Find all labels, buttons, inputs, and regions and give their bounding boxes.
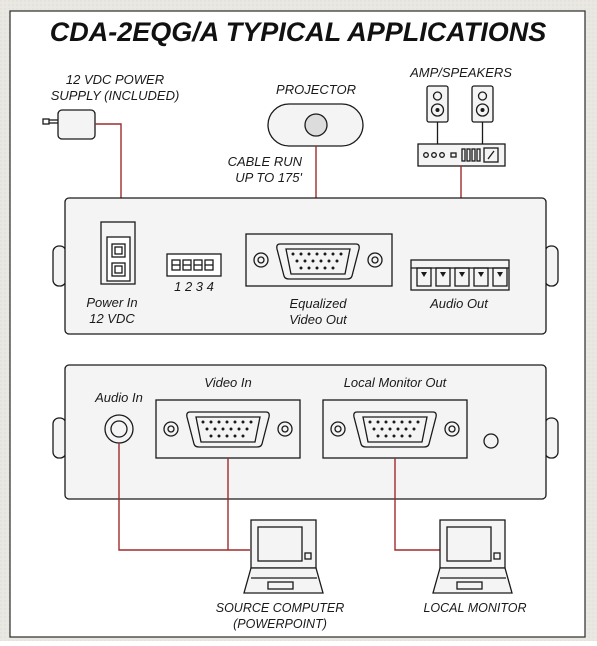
video-in-vga-port xyxy=(155,399,301,459)
source-computer-laptop-icon xyxy=(243,519,324,594)
dip-switch xyxy=(166,253,222,277)
amplifier-icon xyxy=(417,143,506,167)
local-monitor-wire xyxy=(394,458,440,551)
audio-out-terminal xyxy=(410,259,510,291)
local-monitor-label: LOCAL MONITOR xyxy=(423,601,526,615)
power-wire xyxy=(95,123,122,222)
local-monitor-laptop-icon xyxy=(432,519,513,594)
power-in-label-1: Power In xyxy=(86,295,137,310)
audio-in-wire xyxy=(118,443,250,551)
power-supply-label-2: SUPPLY (INCLUDED) xyxy=(51,88,180,103)
video-out-vga-port xyxy=(245,233,393,287)
power-supply-label-1: 12 VDC POWER xyxy=(66,72,164,87)
dip-switch-numbers: 1 2 3 4 xyxy=(174,279,214,294)
amp-speakers-label: AMP/SPEAKERS xyxy=(409,65,512,80)
speaker-right-icon xyxy=(471,85,494,123)
status-led xyxy=(483,433,499,449)
video-out-label-1: Equalized xyxy=(289,296,347,311)
local-monitor-out-label: Local Monitor Out xyxy=(344,375,448,390)
projector-icon xyxy=(267,103,364,147)
local-monitor-out-vga-port xyxy=(322,399,468,459)
video-out-label-2: Video Out xyxy=(289,312,348,327)
power-in-label-2: 12 VDC xyxy=(89,311,135,326)
video-in-label: Video In xyxy=(204,375,251,390)
projector-label: PROJECTOR xyxy=(276,82,356,97)
source-computer-label-2: (POWERPOINT) xyxy=(233,617,327,631)
cable-run-label-2: UP TO 175' xyxy=(235,170,302,185)
cable-run-label-1: CABLE RUN xyxy=(228,154,303,169)
speaker-left-icon xyxy=(426,85,449,123)
audio-in-label: Audio In xyxy=(94,390,143,405)
source-computer-label-1: SOURCE COMPUTER xyxy=(216,601,344,615)
power-in-connector xyxy=(100,221,136,285)
audio-out-label: Audio Out xyxy=(429,296,489,311)
diagram-title: CDA-2EQG/A TYPICAL APPLICATIONS xyxy=(50,17,547,47)
input-unit-panel xyxy=(52,364,559,500)
